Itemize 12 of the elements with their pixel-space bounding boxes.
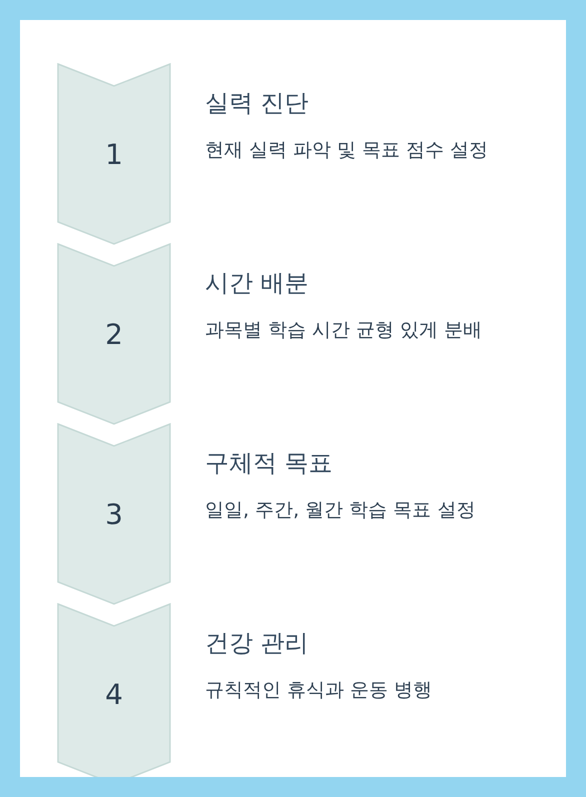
step-heading: 구체적 목표 bbox=[205, 448, 333, 479]
step-number: 4 bbox=[104, 677, 124, 713]
step-heading: 실력 진단 bbox=[205, 88, 309, 119]
step-description: 과목별 학습 시간 균형 있게 분배 bbox=[205, 318, 482, 343]
step-heading: 시간 배분 bbox=[205, 268, 309, 299]
step-description: 규칙적인 휴식과 운동 병행 bbox=[205, 678, 432, 703]
step-number: 1 bbox=[104, 137, 124, 173]
step-number: 2 bbox=[104, 317, 124, 353]
step-number: 3 bbox=[104, 497, 124, 533]
step-description: 일일, 주간, 월간 학습 목표 설정 bbox=[205, 498, 476, 523]
step-heading: 건강 관리 bbox=[205, 628, 309, 659]
step-description: 현재 실력 파악 및 목표 점수 설정 bbox=[205, 138, 488, 163]
